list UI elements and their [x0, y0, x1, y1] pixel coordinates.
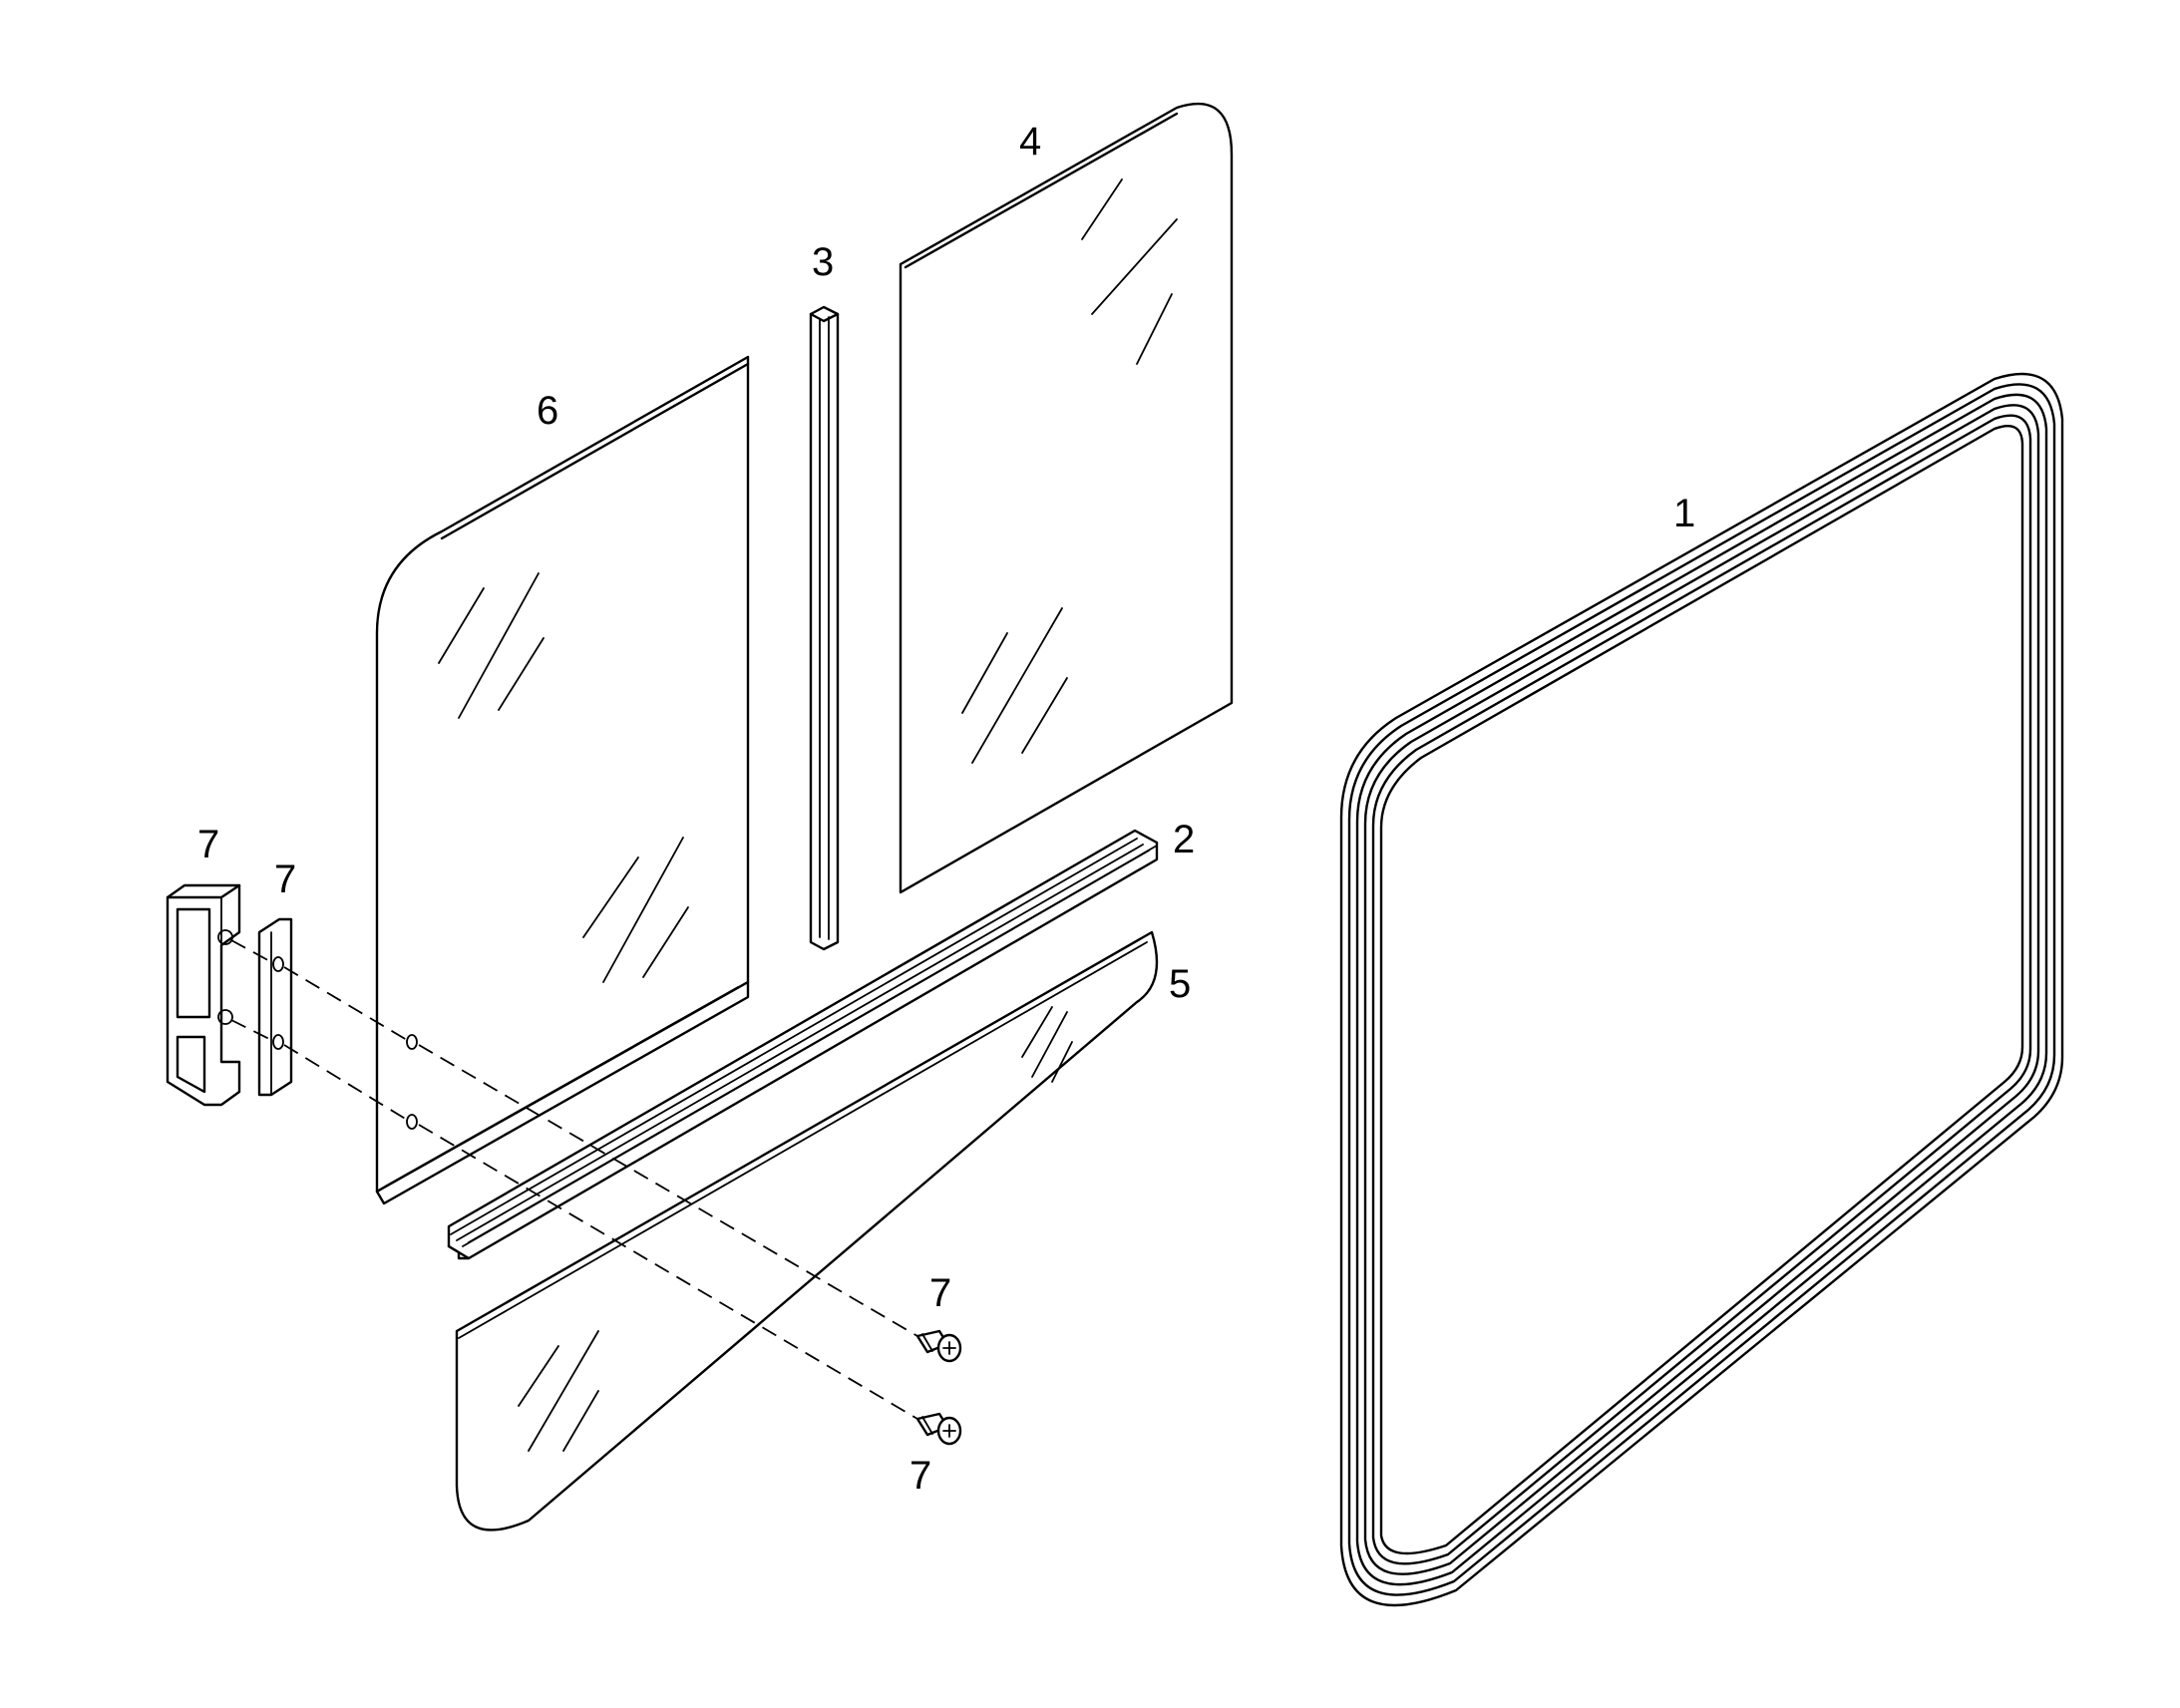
part-7-screw-upper [915, 1329, 962, 1363]
label-part-7-plate: 7 [274, 857, 296, 901]
label-part-4: 4 [1019, 120, 1041, 164]
label-part-7-screw-lower: 7 [909, 1454, 931, 1498]
part-2-channel-rail [447, 829, 1159, 1260]
label-part-7-screw-upper: 7 [929, 1271, 951, 1315]
part-5-triangular-glass [455, 930, 1159, 1532]
part-1-window-seal [1339, 372, 2064, 1607]
part-7-bracket [166, 883, 241, 1107]
assembly-lines [230, 939, 918, 1420]
part-4-glass-pane [899, 102, 1234, 894]
part-7-plate [257, 917, 293, 1097]
part-3-vertical-channel [809, 305, 840, 951]
label-part-1: 1 [1673, 492, 1695, 535]
label-part-2: 2 [1173, 818, 1195, 861]
label-part-5: 5 [1169, 962, 1191, 1006]
part-7-screw-lower [915, 1412, 962, 1446]
label-part-6: 6 [537, 389, 558, 433]
part-6-glass-pane [375, 355, 750, 1205]
label-part-7-bracket: 7 [197, 823, 219, 866]
label-part-3: 3 [812, 240, 834, 284]
